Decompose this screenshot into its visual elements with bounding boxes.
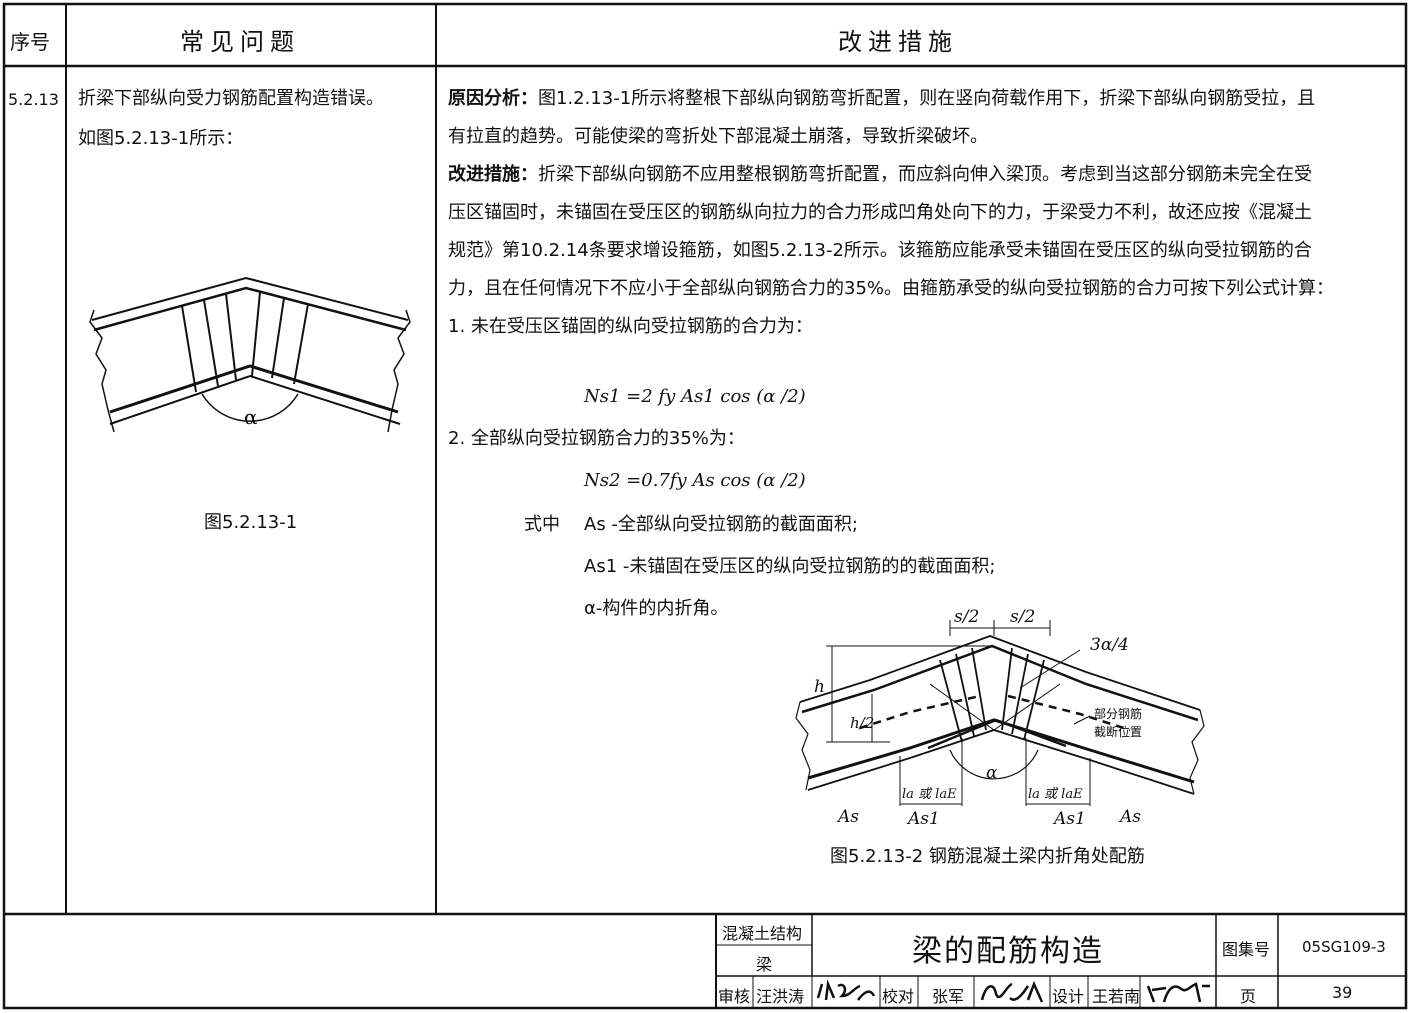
measures-line: 改进措施：折梁下部纵向钢筋不应用整根钢筋弯折配置，而应斜向伸入梁顶。考虑到当这部… bbox=[448, 164, 1312, 185]
formula-2: Ns2 =0.7fy As cos (α /2) bbox=[584, 470, 806, 491]
tb-review-name: 汪洪涛 bbox=[756, 987, 805, 1006]
fig2-cut1: 部分钢筋 bbox=[1094, 706, 1142, 721]
figure-5-2-13-1: α bbox=[89, 276, 411, 433]
tb-review-label: 审核 bbox=[718, 987, 751, 1006]
figure-5-2-13-2: s/2 s/2 3α/4 h h/2 部分钢筋 截断位置 α la 或 laE … bbox=[795, 607, 1205, 829]
fig2-3alpha4: 3α/4 bbox=[1090, 635, 1129, 655]
header-col-no: 序号 bbox=[10, 30, 50, 54]
measures-block: 原因分析：图1.2.13-1所示将整根下部纵向钢筋弯折配置，则在竖向荷载作用下，… bbox=[448, 80, 1398, 346]
problem-line1: 折梁下部纵向受力钢筋配置构造错误。 bbox=[78, 88, 384, 109]
where-2: As1 -未锚固在受压区的纵向受拉钢筋的的截面面积; bbox=[584, 556, 996, 577]
tb-design-name: 王若南 bbox=[1092, 987, 1141, 1006]
tb-check-label: 校对 bbox=[882, 987, 915, 1006]
measures-line: 力，且在任何情况下不应小于全部纵向钢筋合力的35%。由箍筋承受的纵向受拉钢筋的合… bbox=[448, 278, 1335, 299]
measures-line: 有拉直的趋势。可能使梁的弯折处下部混凝土崩落，导致折梁破坏。 bbox=[448, 126, 988, 147]
measures-line: 规范》第10.2.14条要求增设箍筋，如图5.2.13-2所示。该箍筋应能承受未… bbox=[448, 240, 1312, 261]
measures-line: 1. 未在受压区锚固的纵向受拉钢筋的合力为： bbox=[448, 316, 813, 337]
fig1-caption: 图5.2.13-1 bbox=[204, 512, 298, 533]
tb-check-signature bbox=[980, 980, 1044, 1003]
tb-category1: 混凝土结构 bbox=[722, 924, 803, 943]
header-col-problem: 常见问题 bbox=[180, 28, 300, 56]
tb-design-signature bbox=[1146, 982, 1210, 1003]
tb-check-name: 张军 bbox=[932, 987, 965, 1006]
fig2-alpha: α bbox=[986, 763, 998, 783]
problem-line2: 如图5.2.13-1所示： bbox=[78, 128, 244, 149]
fig2-As-right: As bbox=[1118, 807, 1141, 827]
tb-title: 梁的配筋构造 bbox=[912, 934, 1104, 969]
fig2-caption: 图5.2.13-2 钢筋混凝土梁内折角处配筋 bbox=[830, 846, 1145, 867]
tb-atlas-label: 图集号 bbox=[1222, 940, 1271, 959]
fig2-s2-right: s/2 bbox=[1010, 607, 1035, 627]
where-1: As -全部纵向受拉钢筋的截面面积; bbox=[584, 514, 858, 535]
fig2-la-right: la 或 laE bbox=[1028, 787, 1083, 802]
tb-page-no: 39 bbox=[1332, 983, 1353, 1002]
fig2-As1-left: As1 bbox=[906, 809, 940, 829]
where-3: α-构件的内折角。 bbox=[584, 598, 729, 619]
fig2-la-left: la 或 laE bbox=[902, 787, 957, 802]
measures-line: 压区锚固时，未锚固在受压区的钢筋纵向拉力的合力形成凹角处向下的力，于梁受力不利，… bbox=[448, 202, 1312, 223]
fig2-s2-left: s/2 bbox=[954, 607, 979, 627]
where-label: 式中 bbox=[524, 514, 560, 535]
fig2-As-left: As bbox=[836, 807, 859, 827]
fig2-As1-right: As1 bbox=[1052, 809, 1086, 829]
fig2-h: h bbox=[814, 677, 825, 697]
measures-line: 原因分析：图1.2.13-1所示将整根下部纵向钢筋弯折配置，则在竖向荷载作用下，… bbox=[448, 88, 1316, 109]
tb-review-signature bbox=[816, 979, 876, 1001]
row-number: 5.2.13 bbox=[8, 90, 59, 109]
fig1-alpha-label: α bbox=[244, 405, 258, 429]
tb-page-label: 页 bbox=[1240, 987, 1257, 1006]
item-2: 2. 全部纵向受拉钢筋合力的35%为： bbox=[448, 428, 745, 449]
tb-atlas-no: 05SG109-3 bbox=[1302, 938, 1386, 956]
tb-category2: 梁 bbox=[756, 955, 773, 974]
fig2-cut2: 截断位置 bbox=[1094, 724, 1142, 739]
fig2-h2: h/2 bbox=[850, 714, 874, 732]
tb-design-label: 设计 bbox=[1052, 987, 1085, 1006]
header-col-fix: 改进措施 bbox=[838, 28, 958, 56]
formula-1: Ns1 =2 fy As1 cos (α /2) bbox=[584, 386, 806, 407]
